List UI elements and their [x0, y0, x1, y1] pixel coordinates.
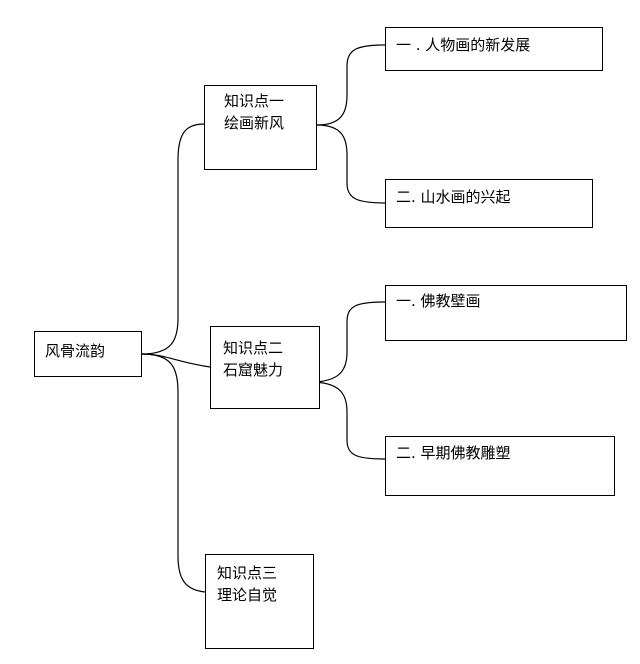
connector-root-to-k3 [141, 353, 206, 593]
connector-k1-to-s1 [316, 44, 386, 126]
connector-k1-to-s2 [316, 124, 386, 204]
connector-root-to-k1 [141, 123, 205, 355]
knowledge-point-2-node: 知识点二 石窟魅力 [210, 326, 320, 409]
knowledge-point-1-title: 知识点一 [224, 92, 285, 110]
knowledge-point-1-node: 知识点一 绘画新风 [204, 85, 317, 170]
knowledge-point-3-node: 知识点三 理论自觉 [205, 554, 314, 649]
sub-point-3-node: 一. 佛教壁画 [385, 285, 627, 341]
knowledge-point-2-title: 知识点二 [223, 339, 284, 357]
knowledge-point-2-subtitle: 石窟魅力 [223, 361, 284, 379]
knowledge-point-3-title: 知识点三 [217, 564, 278, 582]
connector-k2-to-s4 [309, 381, 386, 460]
root-node: 风骨流韵 [34, 331, 142, 377]
connector-root-to-k2 [141, 353, 211, 368]
connector-k2-to-s3 [309, 301, 386, 383]
sub-point-2-label: 二. 山水画的兴起 [396, 188, 511, 206]
sub-point-3-label: 一. 佛教壁画 [396, 292, 481, 310]
root-node-label: 风骨流韵 [45, 342, 106, 360]
knowledge-point-3-subtitle: 理论自觉 [217, 586, 278, 604]
sub-point-1-node: 一 . 人物画的新发展 [385, 27, 603, 71]
sub-point-2-node: 二. 山水画的兴起 [385, 179, 593, 228]
sub-point-4-label: 二. 早期佛教雕塑 [396, 444, 511, 462]
sub-point-4-node: 二. 早期佛教雕塑 [385, 436, 615, 496]
sub-point-1-label: 一 . 人物画的新发展 [396, 36, 531, 54]
knowledge-point-1-subtitle: 绘画新风 [224, 114, 285, 132]
